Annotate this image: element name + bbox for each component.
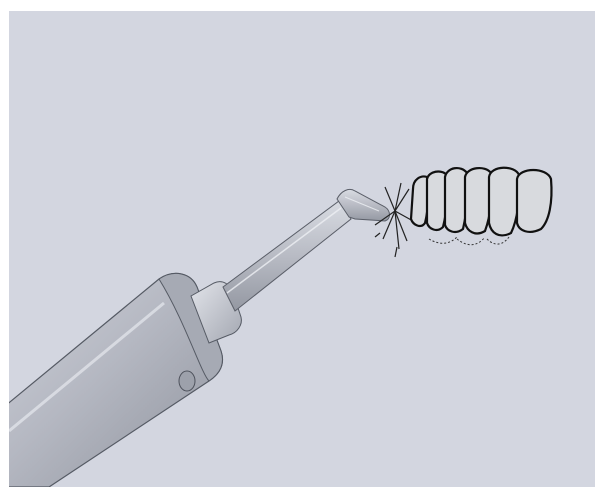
handpiece-button — [179, 371, 195, 391]
scaler-shaft — [223, 201, 351, 311]
illustration-panel — [9, 11, 595, 487]
gum-line — [429, 237, 509, 245]
teeth-illustration — [411, 168, 552, 236]
scaler-illustration — [9, 11, 595, 487]
